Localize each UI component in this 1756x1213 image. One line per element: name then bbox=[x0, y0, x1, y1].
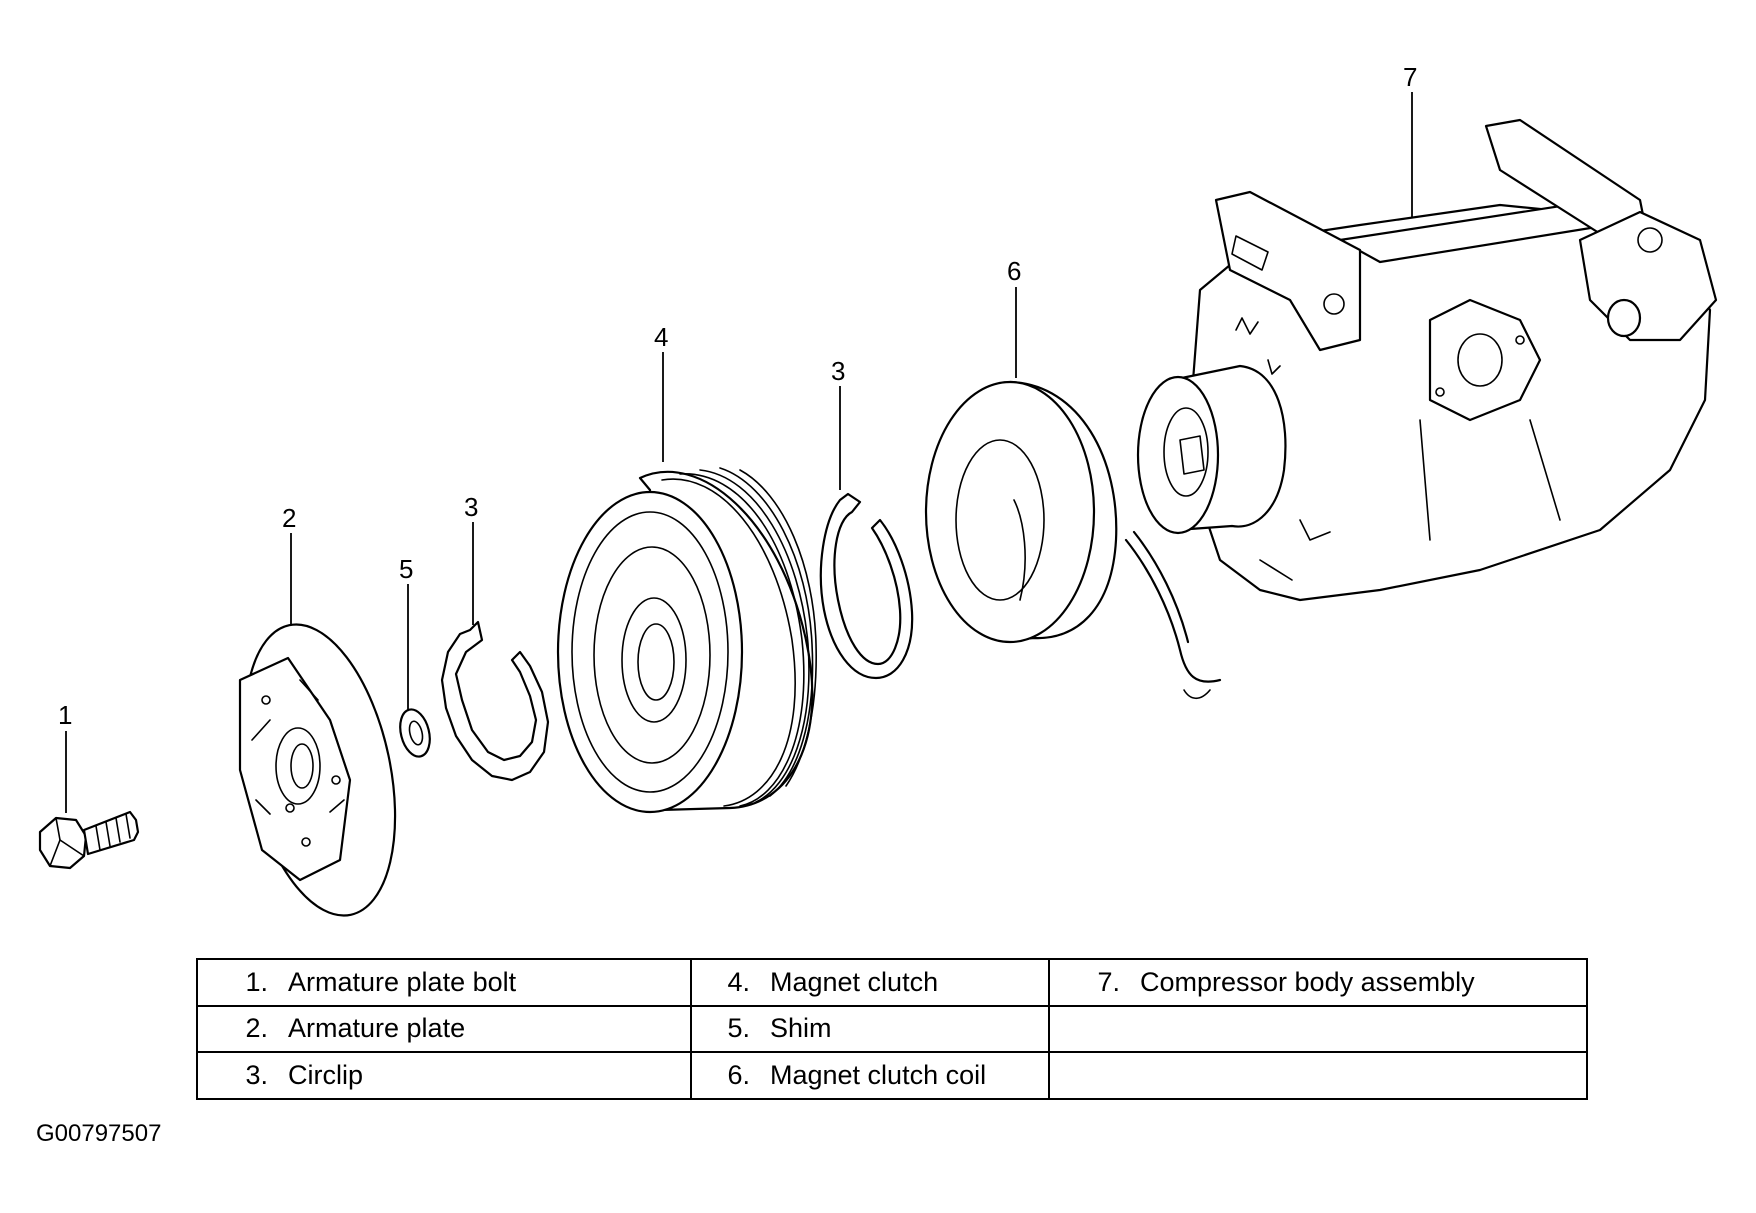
part-magnet-clutch-coil: 6 bbox=[924, 256, 1222, 700]
legend-item-number: 3. bbox=[245, 1060, 268, 1091]
legend-cell: 6. Magnet clutch coil bbox=[690, 1051, 1050, 1100]
callout-number-7: 7 bbox=[1403, 62, 1417, 92]
legend-row: 3. Circlip 6. Magnet clutch coil bbox=[196, 1051, 1588, 1100]
legend-item-number: 2. bbox=[245, 1013, 268, 1044]
part-compressor-body-assembly: 7 bbox=[1136, 62, 1718, 602]
parts-legend-table: 1. Armature plate bolt 4. Magnet clutch 7.… bbox=[196, 958, 1588, 1100]
part-magnet-clutch: 4 bbox=[556, 322, 817, 814]
legend-item-number: 5. bbox=[727, 1013, 750, 1044]
legend-cell: 3. Circlip bbox=[196, 1051, 692, 1100]
callout-number-2: 2 bbox=[282, 503, 296, 533]
legend-cell: 1. Armature plate bolt bbox=[196, 958, 692, 1007]
legend-cell: 2. Armature plate bbox=[196, 1004, 692, 1054]
part-armature-plate-bolt: 1 bbox=[38, 700, 140, 870]
part-armature-plate: 2 bbox=[238, 503, 397, 917]
callout-number-4: 4 bbox=[654, 322, 668, 352]
legend-item-label: Armature plate bbox=[288, 1013, 466, 1044]
callout-number-5: 5 bbox=[399, 554, 413, 584]
legend-item-label: Magnet clutch bbox=[770, 966, 939, 997]
legend-item-label: Compressor body assembly bbox=[1140, 966, 1475, 997]
legend-cell: 5. Shim bbox=[690, 1004, 1050, 1054]
callout-number-6: 6 bbox=[1007, 256, 1021, 286]
legend-row: 1. Armature plate bolt 4. Magnet clutch 7.… bbox=[196, 958, 1588, 1007]
callout-number-1: 1 bbox=[58, 700, 72, 730]
part-circlip-front: 3 bbox=[440, 492, 550, 782]
callout-number-3a: 3 bbox=[464, 492, 478, 522]
legend-item-label: Magnet clutch coil bbox=[770, 1060, 987, 1091]
legend-cell-empty bbox=[1048, 1004, 1588, 1054]
legend-cell: 7. Compressor body assembly bbox=[1048, 958, 1588, 1007]
legend-row: 2. Armature plate 5. Shim bbox=[196, 1004, 1588, 1054]
legend-cell-empty bbox=[1048, 1051, 1588, 1100]
legend-item-number: 7. bbox=[1097, 966, 1120, 997]
legend-item-label: Shim bbox=[770, 1013, 832, 1044]
part-circlip-rear: 3 bbox=[819, 356, 914, 680]
callout-number-3b: 3 bbox=[831, 356, 845, 386]
exploded-view-diagram: 1 2 5 3 4 bbox=[38, 62, 1718, 917]
legend-cell: 4. Magnet clutch bbox=[690, 958, 1050, 1007]
figure-id-code: G00797507 bbox=[36, 1120, 162, 1147]
legend-item-number: 4. bbox=[727, 966, 750, 997]
legend-item-number: 6. bbox=[727, 1060, 750, 1091]
legend-item-label: Armature plate bolt bbox=[288, 966, 517, 997]
legend-item-label: Circlip bbox=[288, 1060, 364, 1091]
part-shim: 5 bbox=[399, 554, 431, 758]
legend-item-number: 1. bbox=[245, 966, 268, 997]
